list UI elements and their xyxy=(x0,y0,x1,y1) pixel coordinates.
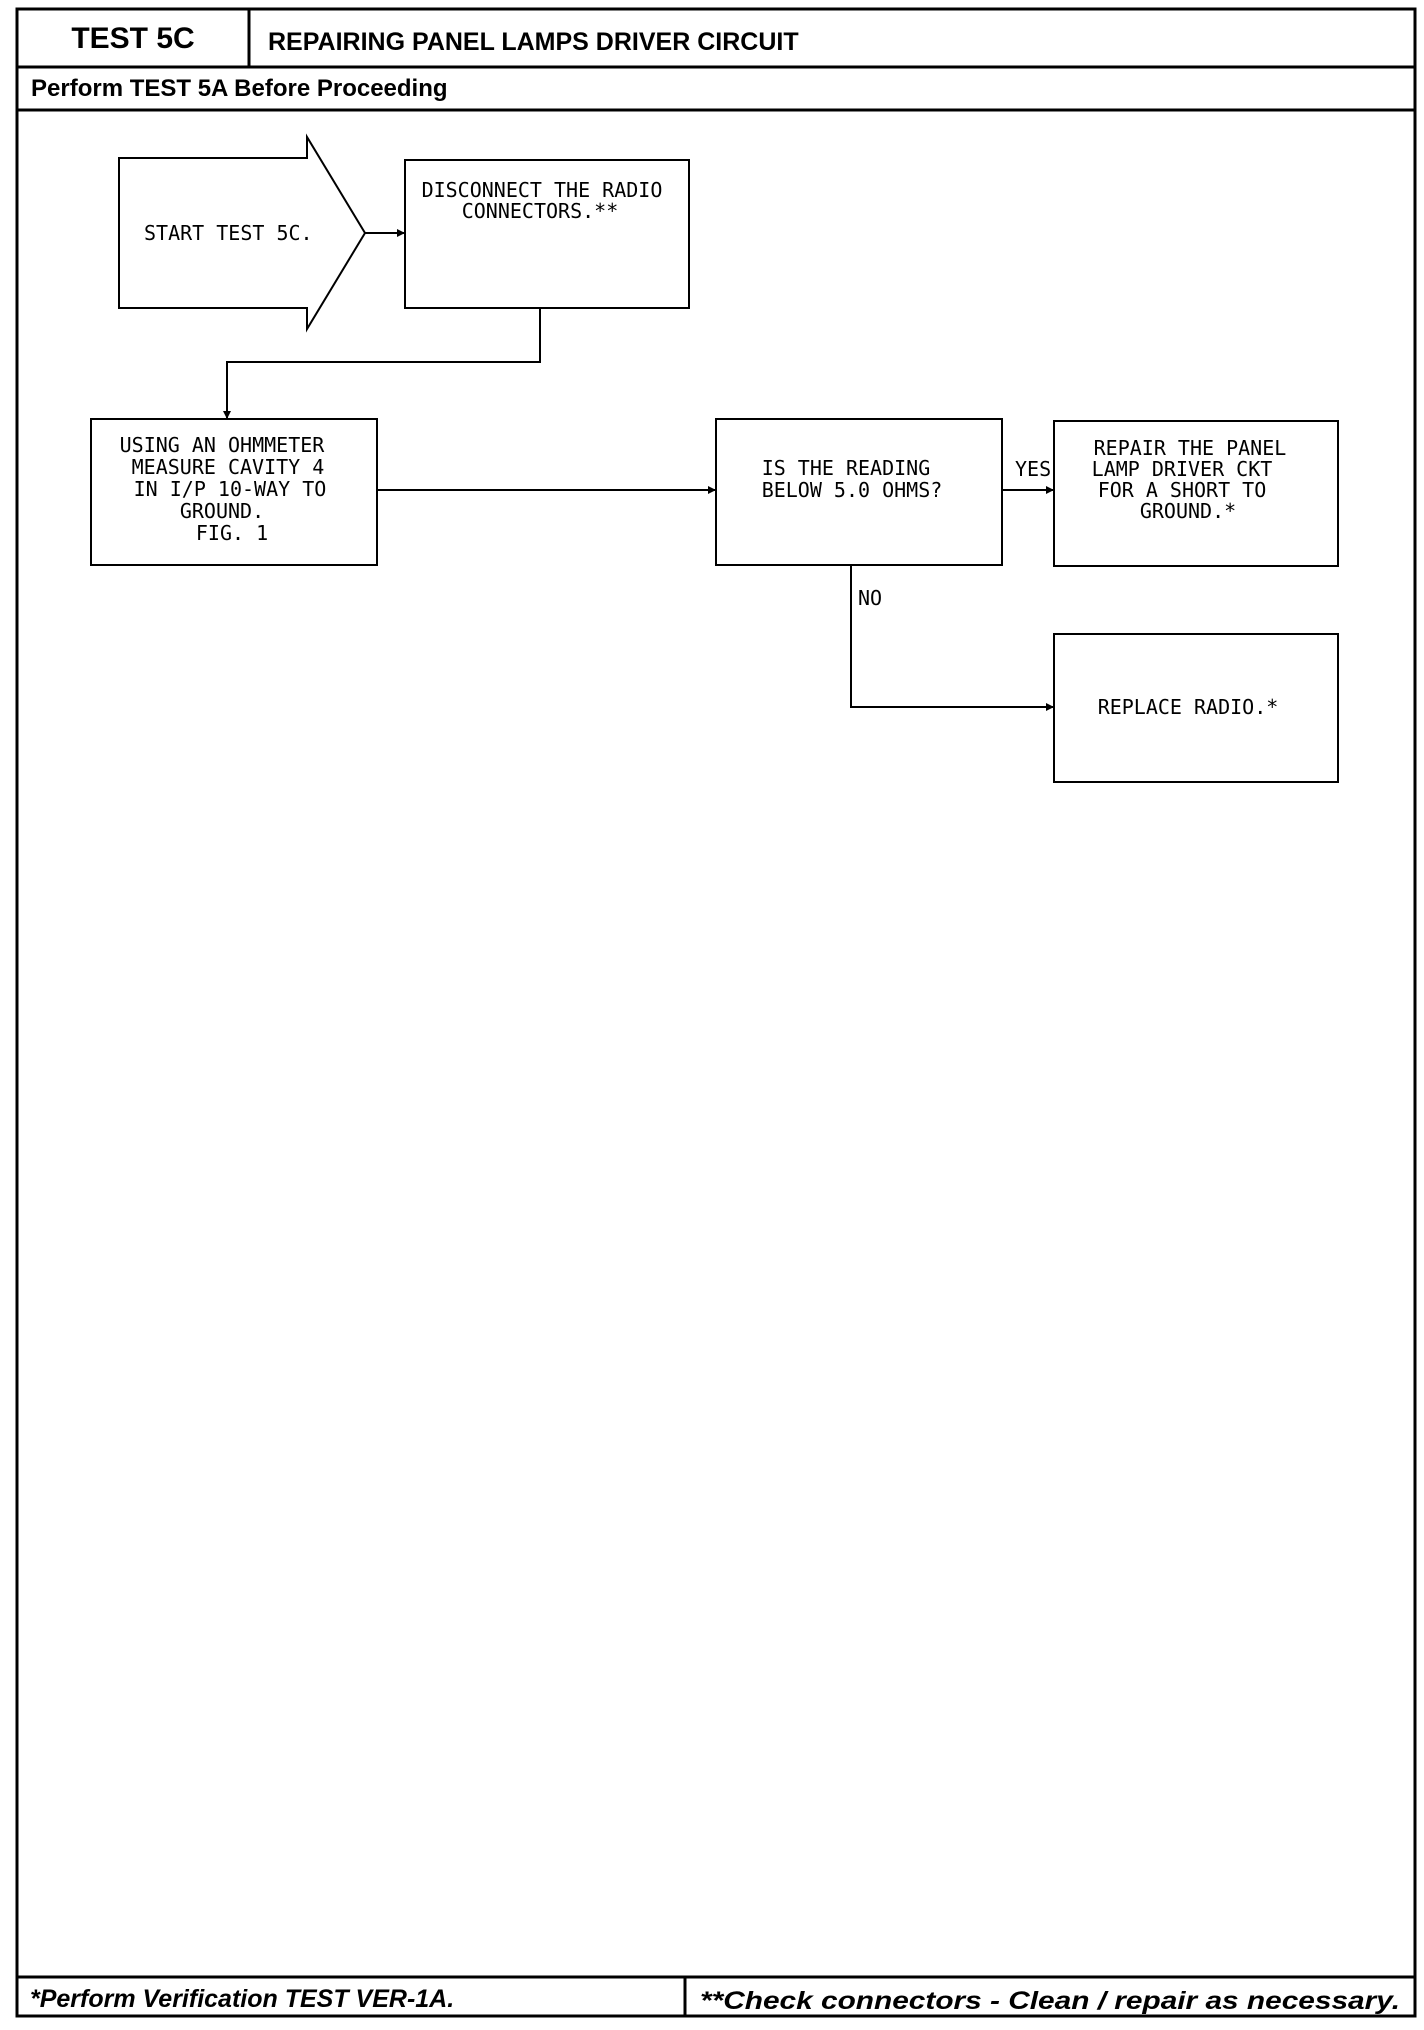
repair-text: REPAIR THE PANEL LAMP DRIVER CKT FOR A S… xyxy=(1092,436,1299,523)
page-border xyxy=(15,7,1417,2018)
arrow-no-to-replace xyxy=(850,565,1054,711)
footer-note-connectors: **Check connectors - Clean / repair as n… xyxy=(700,1987,1400,2015)
decision-box xyxy=(715,418,1003,566)
measure-text: USING AN OHMMETER MEASURE CAVITY 4 IN I/… xyxy=(120,433,339,545)
footer-note-verification: *Perform Verification TEST VER-1A. xyxy=(30,1985,454,2013)
replace-text: REPLACE RADIO.* xyxy=(1098,695,1279,719)
yes-label: YES xyxy=(1015,457,1051,481)
prerequisite-note: Perform TEST 5A Before Proceeding xyxy=(31,75,448,102)
page-title: REPAIRING PANEL LAMPS DRIVER CIRCUIT xyxy=(268,28,799,56)
replace-box xyxy=(1053,633,1339,783)
disconnect-text: DISCONNECT THE RADIO CONNECTORS.** xyxy=(422,178,675,223)
start-label: START TEST 5C. xyxy=(144,221,313,245)
disconnect-box xyxy=(404,159,690,309)
repair-box xyxy=(1053,420,1339,567)
start-arrow-shape xyxy=(118,133,367,333)
arrow-disconnect-to-measure xyxy=(223,308,541,419)
test-id: TEST 5C xyxy=(71,22,194,55)
no-label: NO xyxy=(858,586,882,610)
decision-text: IS THE READING BELOW 5.0 OHMS? xyxy=(762,456,943,502)
measure-box xyxy=(90,418,378,566)
